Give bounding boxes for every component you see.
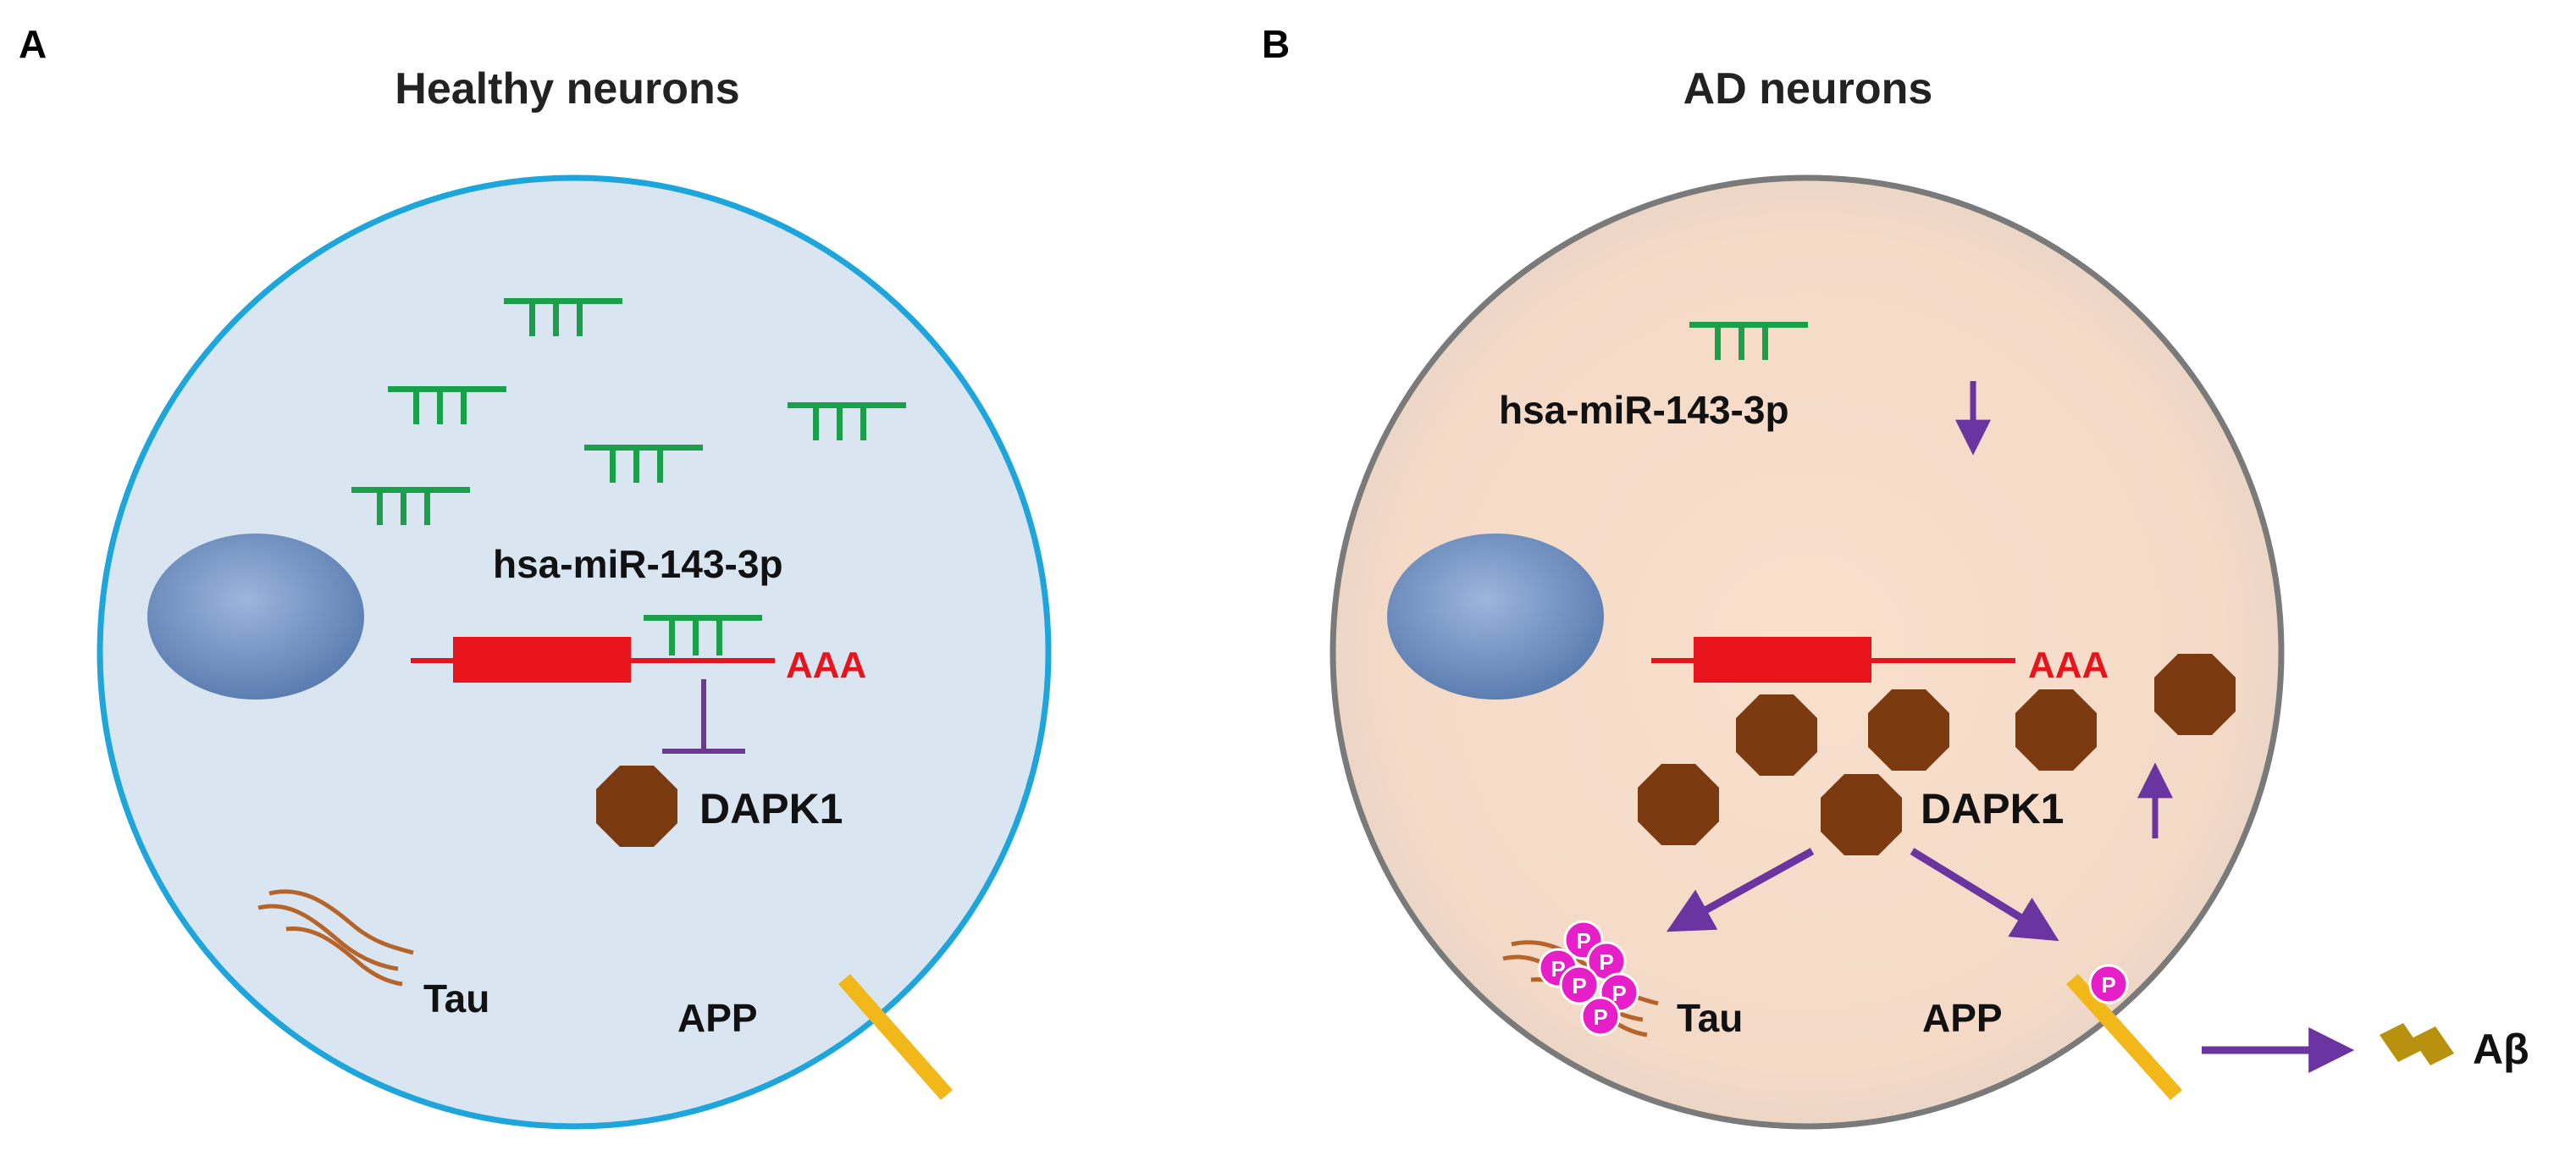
dapk1-to-app-arrow xyxy=(1910,848,2059,942)
dapk1-to-tau-arrow xyxy=(1666,848,1815,932)
tau-icon xyxy=(257,889,414,987)
svg-text:P: P xyxy=(1572,973,1586,998)
panel-b-abeta-label: Aβ xyxy=(2473,1026,2529,1073)
abeta-icon xyxy=(2380,1023,2454,1065)
svg-text:P: P xyxy=(1593,1004,1607,1030)
panel-b: B AD neurons hsa-miR-143-3p AAA DAPK1 xyxy=(1262,22,2529,1130)
phospho-icon: P xyxy=(1559,965,1600,1005)
panel-b-polya-label: AAA xyxy=(2028,644,2109,686)
panel-b-tau-label: Tau xyxy=(1677,996,1743,1040)
dapk1-icon xyxy=(1638,764,1719,845)
panel-a: A Healthy neurons hsa-miR-143-3p AAA xyxy=(19,22,1052,1130)
inhibition-icon xyxy=(662,679,745,754)
tau-phospho-cluster: P P P P P P xyxy=(1538,920,1639,1037)
app-icon xyxy=(2066,974,2182,1100)
panel-a-title: Healthy neurons xyxy=(395,64,739,113)
nucleus-icon xyxy=(1387,534,1604,700)
mrna-icon xyxy=(411,637,775,683)
dapk1-icon xyxy=(1821,774,1902,855)
bound-mirna-icon xyxy=(644,615,762,655)
svg-text:P: P xyxy=(2101,972,2115,998)
mrna-icon xyxy=(1651,637,2015,683)
panel-b-dapk1-label: DAPK1 xyxy=(1921,785,2064,832)
svg-text:P: P xyxy=(1611,981,1626,1006)
panel-a-tau-label: Tau xyxy=(423,976,489,1020)
dapk1-icon xyxy=(1868,689,1949,771)
panel-b-app-label: APP xyxy=(1922,996,2003,1040)
dapk1-icon xyxy=(2015,689,2097,771)
svg-text:P: P xyxy=(1551,956,1565,982)
svg-text:P: P xyxy=(1576,928,1590,954)
dapk1-icon xyxy=(1736,694,1817,776)
svg-text:P: P xyxy=(1599,949,1613,975)
panel-a-app-label: APP xyxy=(677,996,758,1040)
nucleus-icon xyxy=(147,534,364,700)
dapk1-icon xyxy=(596,766,677,847)
phospho-icon: P xyxy=(1580,996,1621,1037)
dapk1-icon xyxy=(2154,654,2236,735)
panel-a-letter: A xyxy=(19,22,47,66)
panel-a-polya-label: AAA xyxy=(786,644,866,686)
phospho-icon: P xyxy=(2088,964,2129,1004)
panel-b-letter: B xyxy=(1262,22,1290,66)
panel-b-mirna-label: hsa-miR-143-3p xyxy=(1499,388,1789,432)
panel-a-mirna-label: hsa-miR-143-3p xyxy=(493,542,783,586)
panel-b-title: AD neurons xyxy=(1683,64,1933,113)
panel-a-dapk1-label: DAPK1 xyxy=(699,785,843,832)
app-icon xyxy=(838,974,953,1100)
